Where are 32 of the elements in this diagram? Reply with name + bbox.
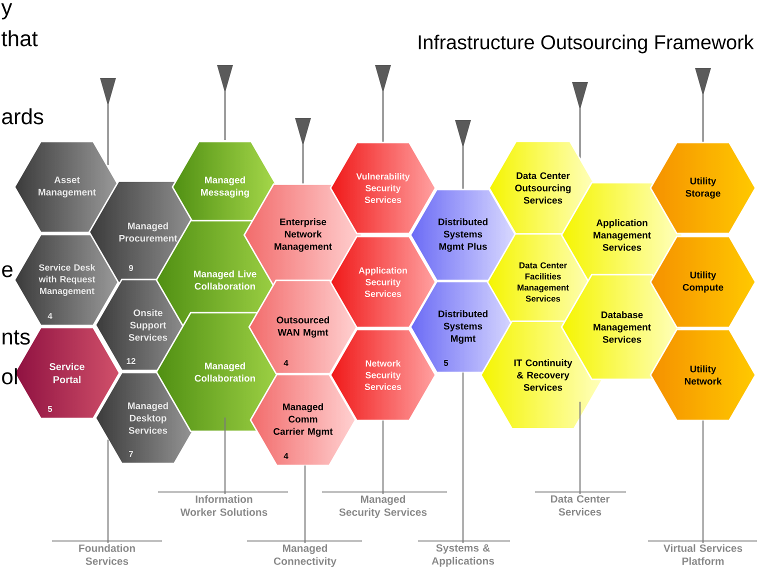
text-fragment: e (2, 265, 12, 278)
connector-line (224, 418, 226, 494)
title: Infrastructure Outsourcing Framework (418, 34, 754, 54)
tile-number: 9 (128, 265, 134, 271)
connector-line (304, 466, 306, 543)
tile-number: 4 (284, 360, 288, 366)
hexagon-tile: Utility Network (650, 328, 756, 422)
tile-number: 4 (48, 313, 52, 319)
tile-number: 5 (48, 406, 52, 412)
category-label: Foundation Services (52, 540, 162, 565)
tile-number: 12 (126, 358, 136, 364)
text-fragment: y (1, 3, 12, 20)
connector-line (107, 440, 109, 543)
category-label: Information Worker Solutions (158, 491, 288, 516)
hexagon-tile: Utility Storage (650, 142, 756, 234)
text-fragment: nts (2, 330, 30, 345)
category-label: Systems & Applications (418, 540, 510, 567)
text-fragment: ol (2, 368, 17, 384)
text-fragment: that (2, 30, 38, 46)
connector-line (702, 420, 704, 543)
tile-number: 4 (284, 453, 288, 459)
category-label: Virtual Services Platform (648, 540, 757, 565)
connector-line (579, 402, 581, 494)
category-label: Data Center Services (535, 491, 626, 516)
category-label: Managed Security Services (322, 491, 447, 518)
tile-number: 7 (129, 451, 133, 457)
connector-line (462, 372, 464, 543)
text-fragment: ards (2, 108, 44, 124)
category-label: Managed Connectivity (247, 540, 362, 567)
hexagon-tile: Asset Management (14, 140, 120, 234)
tile-number: 5 (444, 360, 448, 366)
connector-line (382, 420, 384, 494)
